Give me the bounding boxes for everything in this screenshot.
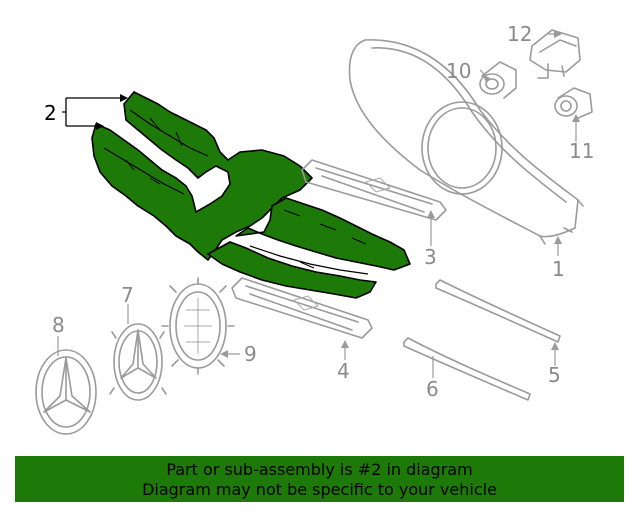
grille-panel xyxy=(348,39,584,245)
banner-line-part-number: Part or sub-assembly is #2 in diagram xyxy=(166,460,473,479)
parts-diagram: 1 2 3 4 5 6 7 8 9 10 11 12 xyxy=(35,22,594,435)
sensor-part-11 xyxy=(554,87,593,119)
callout-11: 11 xyxy=(569,139,594,163)
callout-9: 9 xyxy=(244,342,257,366)
callout-5: 5 xyxy=(548,363,561,387)
trim-strip-part-5 xyxy=(435,279,561,343)
callout-1: 1 xyxy=(552,257,565,281)
callout-8: 8 xyxy=(52,313,65,337)
vent-insert-part-4 xyxy=(231,277,373,339)
callout-12: 12 xyxy=(507,22,532,46)
callout-2: 2 xyxy=(44,101,57,125)
callout-3: 3 xyxy=(424,245,437,269)
star-emblem-part-8 xyxy=(35,349,97,435)
trim-strip-part-6 xyxy=(403,337,531,401)
callout-10: 10 xyxy=(446,59,471,83)
leader-lines xyxy=(57,30,580,378)
sensor-part-10 xyxy=(479,61,517,99)
callout-7: 7 xyxy=(121,283,134,307)
upper-trim-part-2 xyxy=(91,91,411,299)
star-emblem-part-7 xyxy=(109,323,167,401)
callout-4: 4 xyxy=(337,359,350,383)
emblem-base-part-9 xyxy=(161,277,235,375)
notice-banner: Part or sub-assembly is #2 in diagram Di… xyxy=(15,456,624,502)
banner-line-disclaimer: Diagram may not be specific to your vehi… xyxy=(142,480,497,499)
callout-6: 6 xyxy=(426,377,439,401)
vent-insert-part-3 xyxy=(301,159,447,221)
